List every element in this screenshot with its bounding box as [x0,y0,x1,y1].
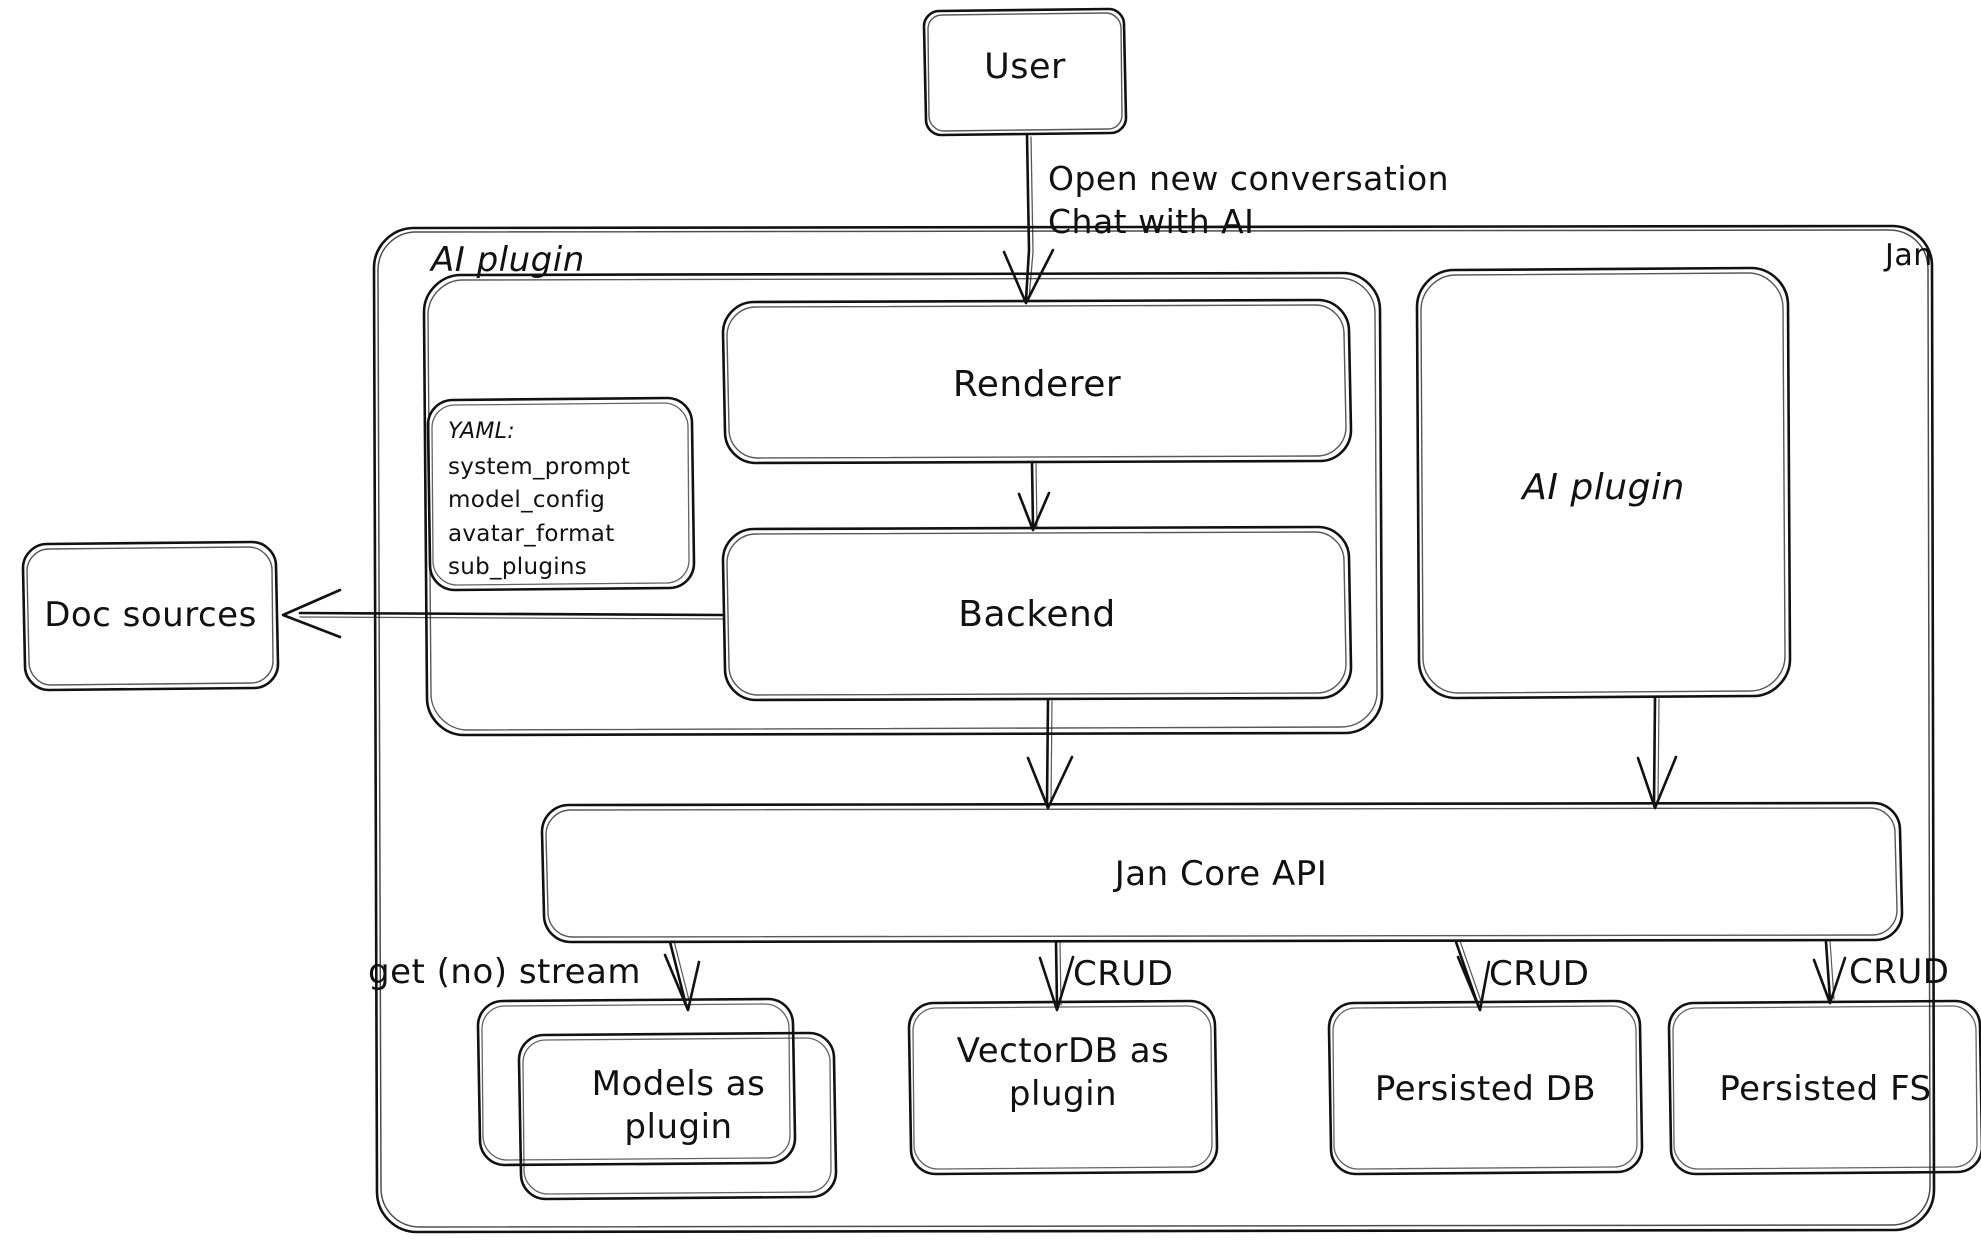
edge-core-to-persisted-fs [1812,940,1847,1005]
edge-ai-plugin-to-core [1636,696,1678,810]
edge-backend-to-doc-sources [281,588,725,639]
node-persisted-db-outline [1327,999,1644,1176]
node-backend-outline [721,525,1353,702]
group-label-ai-plugin: AI plugin [431,240,585,280]
node-doc-sources-outline [21,540,280,692]
group-ai-plugin-outline [422,271,1384,737]
edge-label-crud-vectordb: CRUD [1073,954,1174,994]
edge-user-to-renderer [1002,133,1055,305]
node-persisted-fs-outline [1667,999,1981,1176]
node-user-outline [922,7,1128,137]
edge-renderer-to-backend [1017,461,1051,532]
edge-label-crud-persisted-fs: CRUD [1849,952,1950,992]
group-jan-outline [372,224,1936,1234]
node-models-plugin-outline [476,997,838,1201]
yaml-card-heading: YAML: [448,419,515,444]
node-jan-core-api-outline [540,801,1904,944]
edge-core-to-vectordb [1038,940,1075,1012]
edge-backend-to-core [1026,698,1074,810]
node-ai-plugin-box-outline [1415,266,1792,700]
edge-label-crud-persisted-db: CRUD [1489,954,1590,994]
edge-core-to-models [663,940,701,1012]
node-renderer-outline [721,298,1353,465]
node-vectordb-plugin-outline [907,999,1219,1176]
node-yaml-card-outline [426,396,696,592]
edge-core-to-persisted-db [1454,940,1491,1012]
edge-label-user-to-renderer: Open new conversation Chat with AI [1048,159,1450,241]
yaml-card-keys: system_prompt model_config avatar_format… [448,454,631,581]
group-label-jan: Jan [1885,238,1933,273]
edge-label-get-no-stream: get (no) stream [368,952,641,992]
